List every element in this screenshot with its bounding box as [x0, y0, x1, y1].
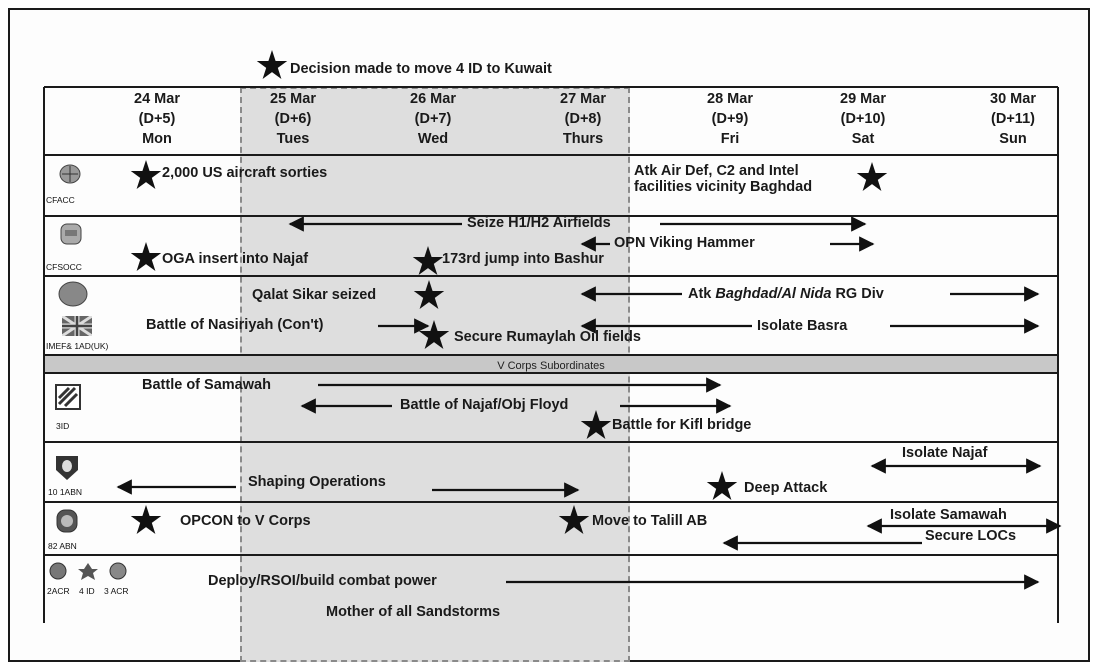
event-isolate-samawah: Isolate Samawah	[890, 507, 1007, 523]
star-opcon	[130, 505, 162, 534]
event-secure-locs: Secure LOCs	[925, 528, 1017, 544]
event-deploy: Deploy/RSOI/build combat power	[208, 573, 437, 589]
event-samawah: Battle of Samawah	[142, 377, 271, 393]
imef-emblem-icon	[58, 281, 88, 307]
event-najaf-floyd: Battle of Najaf/Obj Floyd	[400, 397, 569, 413]
day-header-24: 24 Mar(D+5)Mon	[134, 91, 180, 147]
event-qalat-sikar: Qalat Sikar seized	[252, 287, 377, 303]
event-atk-air-def-line2: facilities vicinity Baghdad	[634, 179, 813, 195]
unit-label-cfsocc: CFSOCC	[46, 262, 82, 272]
event-opcon: OPCON to V Corps	[180, 513, 311, 529]
day-header-28: 28 Mar(D+9)Fri	[707, 91, 753, 147]
event-atk-baghdad: Atk Baghdad/Al Nida RG Div	[688, 286, 884, 302]
unit-label-3acr: 3 ACR	[104, 586, 129, 596]
cfacc-emblem-icon	[59, 164, 81, 184]
star-atk-air-def	[856, 162, 888, 191]
day-header-26: 26 Mar(D+7)Wed	[410, 91, 456, 147]
subordinates-label: V Corps Subordinates	[497, 360, 605, 372]
event-rumaylah: Secure Rumaylah Oil fields	[454, 329, 641, 345]
star-kifl	[580, 410, 612, 439]
star-sorties	[130, 160, 162, 189]
arrows	[116, 216, 1062, 590]
event-shaping-ops: Shaping Operations	[248, 474, 386, 490]
star-qalat	[413, 280, 445, 309]
unit-label-101: 10 1ABN	[48, 487, 83, 497]
event-sandstorms: Mother of all Sandstorms	[326, 604, 501, 620]
decision-note: Decision made to move 4 ID to Kuwait	[290, 61, 552, 77]
star-decision	[256, 50, 288, 79]
event-talill: Move to Talill AB	[592, 513, 708, 529]
event-deep-attack: Deep Attack	[744, 480, 828, 496]
unit-label-82: 82 ABN	[48, 541, 77, 551]
unit-label-3id: 3ID	[56, 421, 70, 431]
unit-label-4id: 4 ID	[79, 586, 95, 596]
row-separators	[43, 86, 1059, 623]
3id-patch-icon	[55, 384, 81, 410]
day-header-25: 25 Mar(D+6)Tues	[270, 91, 316, 147]
cfsocc-emblem-icon	[60, 223, 82, 245]
star-jump	[412, 246, 444, 275]
star-rumaylah	[418, 320, 450, 349]
cavalry-division-emblems-icon	[49, 562, 127, 580]
event-viking-hammer: OPN Viking Hammer	[614, 235, 755, 251]
event-isolate-najaf: Isolate Najaf	[902, 445, 988, 461]
star-talill	[558, 505, 590, 534]
82-patch-icon	[56, 509, 78, 533]
event-atk-air-def-line1: Atk Air Def, C2 and Intel	[634, 163, 799, 179]
event-isolate-basra: Isolate Basra	[757, 318, 848, 334]
day-header-30: 30 Mar(D+11)Sun	[990, 91, 1036, 147]
sandstorm-period-band	[240, 87, 630, 662]
star-deep-attack	[706, 471, 738, 500]
event-sorties: 2,000 US aircraft sorties	[162, 165, 328, 181]
event-kifl-bridge: Battle for Kifl bridge	[612, 417, 752, 433]
subordinates-bar	[45, 356, 1057, 372]
unit-label-cfacc: CFACC	[46, 195, 75, 205]
uk-flag-icon	[62, 316, 92, 336]
event-173rd-jump: 173rd jump into Bashur	[442, 251, 604, 267]
event-nasiriyah: Battle of Nasiriyah (Con't)	[146, 317, 324, 333]
day-header-27: 27 Mar(D+8)Thurs	[560, 91, 606, 147]
event-seize-h1h2: Seize H1/H2 Airfields	[467, 215, 611, 231]
101-patch-icon	[56, 456, 78, 480]
star-oga	[130, 242, 162, 271]
unit-label-2acr: 2ACR	[47, 586, 70, 596]
event-oga-insert: OGA insert into Najaf	[162, 251, 309, 267]
unit-label-imef: IMEF& 1AD(UK)	[46, 341, 109, 351]
day-header-29: 29 Mar(D+10)Sat	[840, 91, 886, 147]
